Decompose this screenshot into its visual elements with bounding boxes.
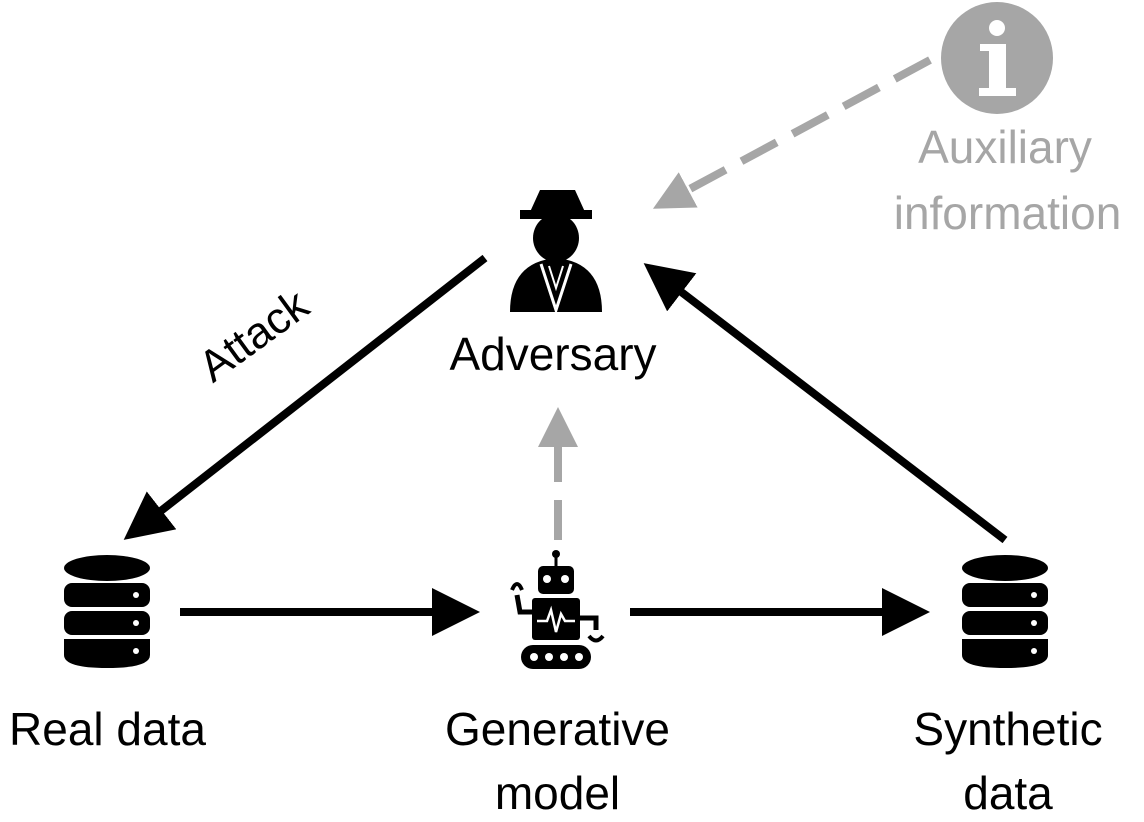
edge-synthetic-to-adversary xyxy=(643,263,1008,544)
generative-model-label-line2: model xyxy=(494,767,621,819)
edge-attack-adversary-to-real xyxy=(123,254,488,540)
real-data-label: Real data xyxy=(9,703,206,755)
database-icon xyxy=(64,555,150,668)
robot-icon xyxy=(510,550,605,669)
generative-model-label-line1: Generative xyxy=(444,703,670,755)
edge-auxiliary-to-adversary xyxy=(652,56,932,209)
synthetic-data-label-line2: data xyxy=(963,767,1053,819)
database-icon xyxy=(962,555,1048,668)
auxiliary-label-line2: information xyxy=(893,187,1122,239)
auxiliary-label-line1: Auxiliary xyxy=(918,121,1092,173)
spy-icon xyxy=(510,190,602,315)
synthetic-data-label-line1: Synthetic xyxy=(913,703,1103,755)
adversary-label: Adversary xyxy=(449,328,657,380)
info-icon xyxy=(941,2,1053,114)
